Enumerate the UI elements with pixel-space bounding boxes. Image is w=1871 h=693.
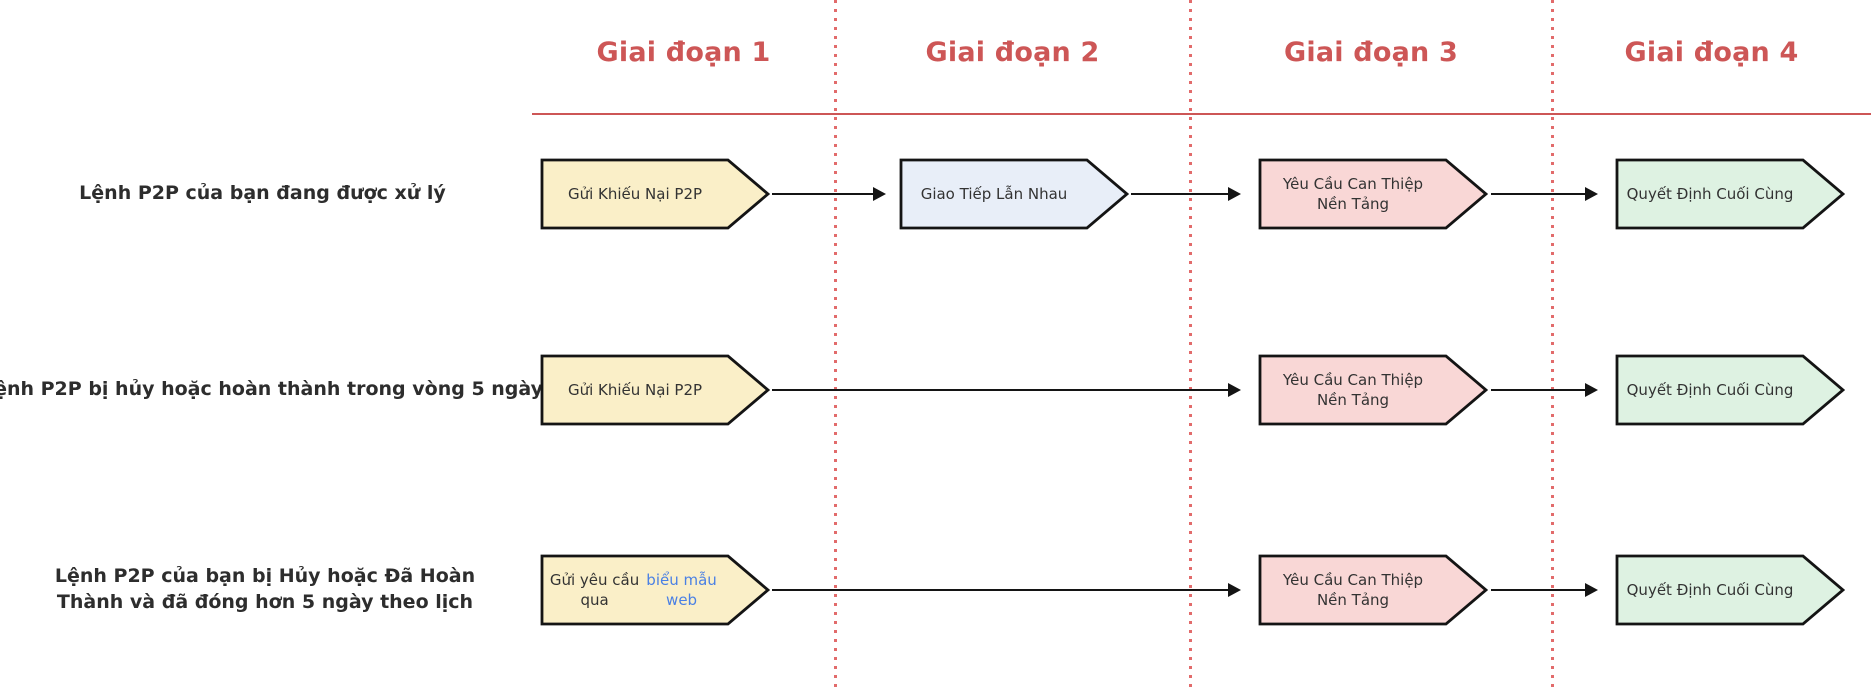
arrow-stage1-to-stage2: [772, 187, 886, 201]
step-request-platform-intervention: Yêu Cầu Can Thiệp Nền Tảng: [1258, 354, 1488, 426]
row-label-closed-over-5-days: Lệnh P2P của bạn bị Hủy hoặc Đã Hoàn Thà…: [54, 565, 476, 613]
step-final-decision: Quyết Định Cuối Cùng: [1615, 354, 1845, 426]
stage-divider-3: [1551, 0, 1554, 688]
arrow-stage3-to-stage4: [1491, 187, 1598, 201]
arrow-stage3-to-stage4: [1491, 383, 1598, 397]
step-label: Quyết Định Cuối Cùng: [1626, 380, 1794, 399]
arrow-stage1-to-stage3: [772, 583, 1241, 597]
step-submit-web-form: Gửi yêu cầu qua biểu mẫu web: [540, 554, 770, 626]
step-request-platform-intervention: Yêu Cầu Can Thiệp Nền Tảng: [1258, 554, 1488, 626]
stage-header-1: Giai đoạn 1: [596, 36, 771, 68]
step-label: Yêu Cầu Can Thiệp Nền Tảng: [1282, 370, 1424, 409]
step-label: Quyết Định Cuối Cùng: [1626, 184, 1794, 203]
step-label: Giao Tiếp Lẫn Nhau: [920, 184, 1068, 203]
step-request-platform-intervention: Yêu Cầu Can Thiệp Nền Tảng: [1258, 158, 1488, 230]
stage-divider-2: [1189, 0, 1192, 688]
header-underline: [532, 113, 1871, 115]
step-label: Yêu Cầu Can Thiệp Nền Tảng: [1282, 570, 1424, 609]
row-label-cancelled-within-5-days: Lệnh P2P bị hủy hoặc hoàn thành trong vò…: [0, 378, 544, 401]
arrow-stage2-to-stage3: [1131, 187, 1241, 201]
arrow-stage1-to-stage3: [772, 383, 1241, 397]
stage-header-4: Giai đoạn 4: [1624, 36, 1799, 68]
step-label: Gửi Khiếu Nại P2P: [567, 184, 703, 203]
web-form-link[interactable]: biểu mẫu web: [646, 570, 717, 609]
step-mutual-communication: Giao Tiếp Lẫn Nhau: [899, 158, 1129, 230]
step-label: Yêu Cầu Can Thiệp Nền Tảng: [1282, 174, 1424, 213]
stage-header-2: Giai đoạn 2: [925, 36, 1100, 68]
step-submit-p2p-appeal: Gửi Khiếu Nại P2P: [540, 158, 770, 230]
step-final-decision: Quyết Định Cuối Cùng: [1615, 158, 1845, 230]
step-final-decision: Quyết Định Cuối Cùng: [1615, 554, 1845, 626]
step-label: Quyết Định Cuối Cùng: [1626, 580, 1794, 599]
step-label: Gửi Khiếu Nại P2P: [567, 380, 703, 399]
step-label-prefix: Gửi yêu cầu qua: [549, 570, 640, 609]
step-submit-p2p-appeal: Gửi Khiếu Nại P2P: [540, 354, 770, 426]
arrow-stage3-to-stage4: [1491, 583, 1598, 597]
stage-header-3: Giai đoạn 3: [1284, 36, 1458, 68]
row-label-processing-order: Lệnh P2P của bạn đang được xử lý: [79, 182, 446, 205]
stage-divider-1: [834, 0, 837, 688]
step-label: Gửi yêu cầu qua biểu mẫu web: [548, 554, 722, 626]
